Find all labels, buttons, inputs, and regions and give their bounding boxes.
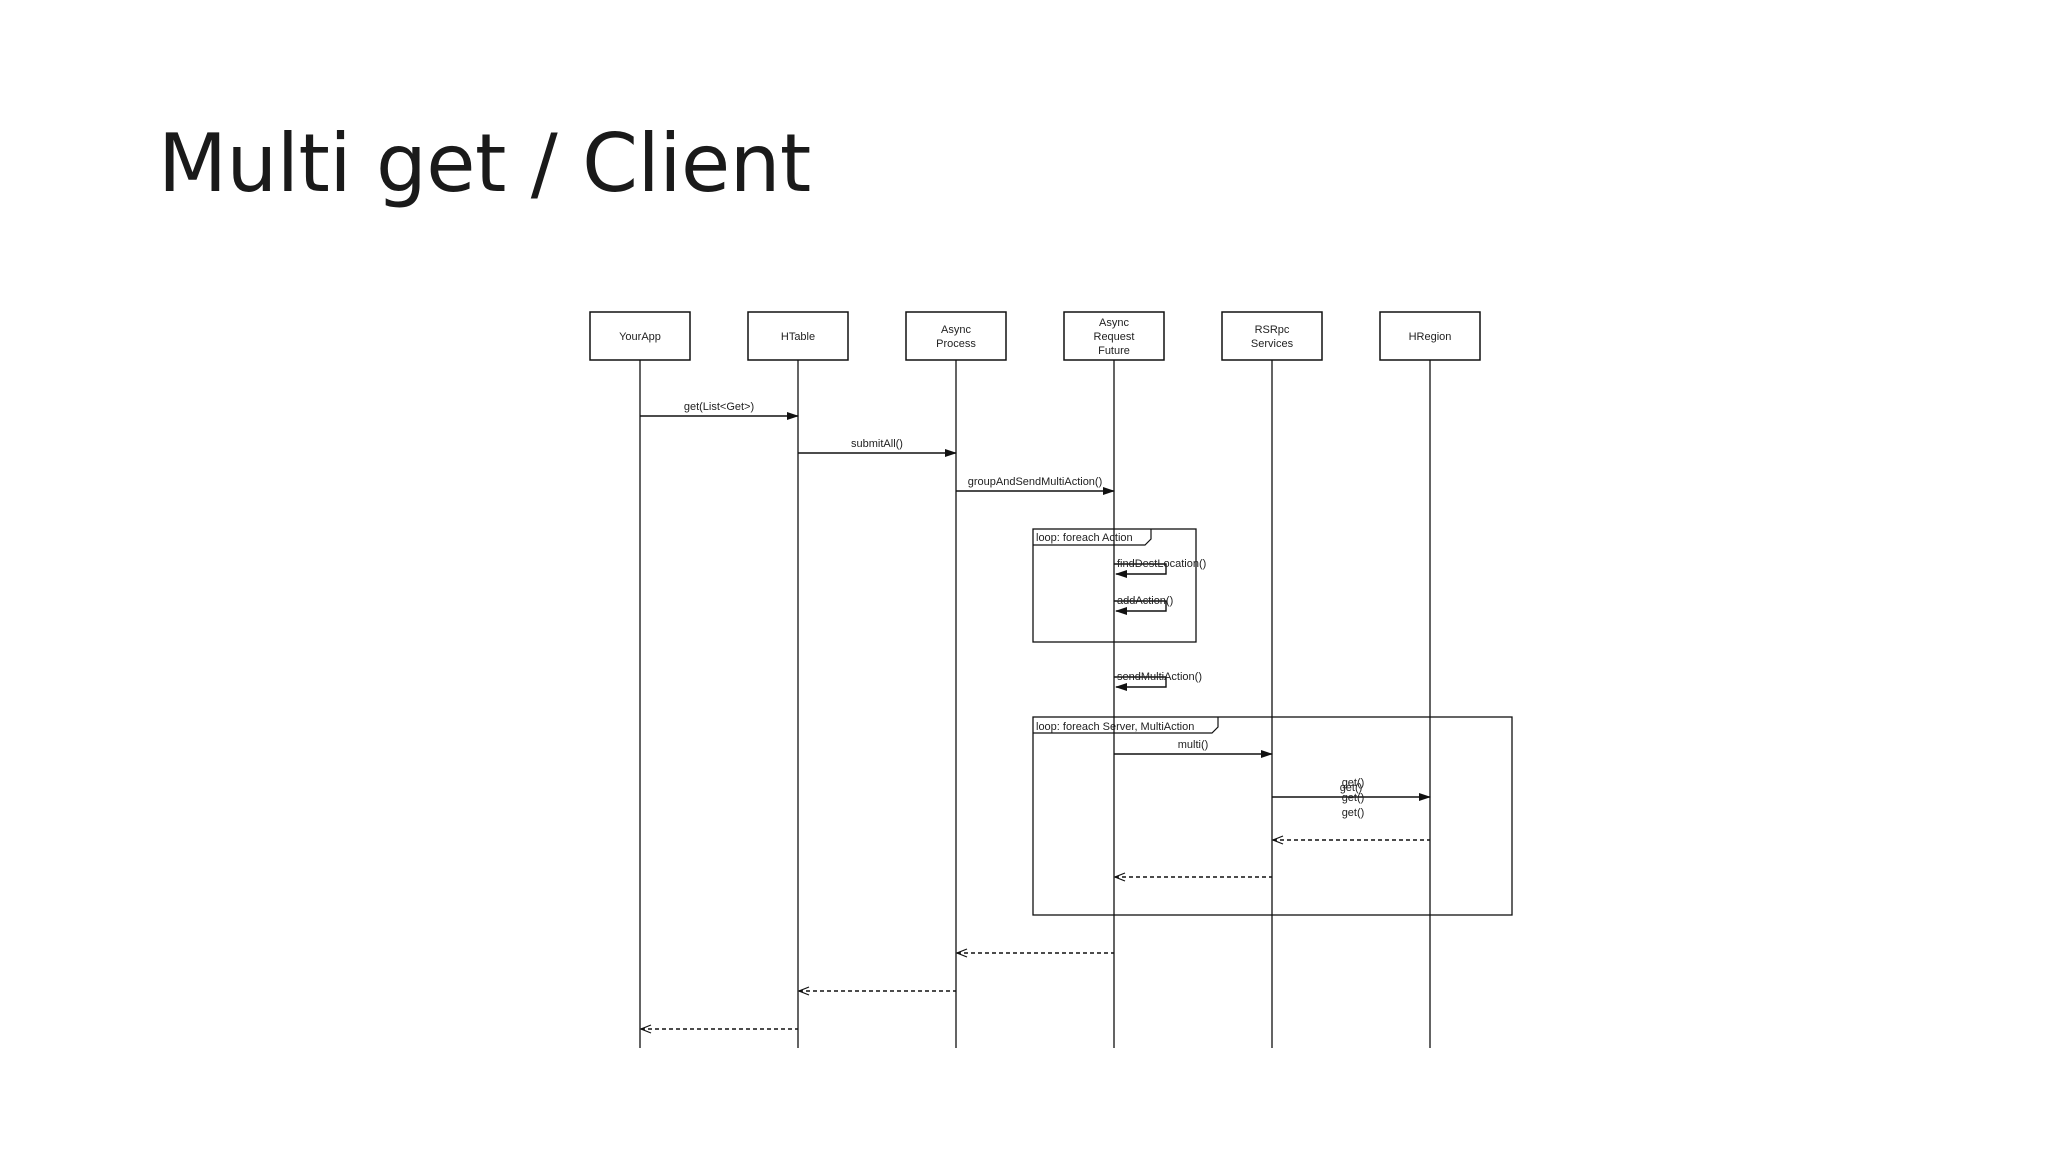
loop-frame-tab bbox=[1033, 529, 1152, 546]
messages: get(List<Get>) submitAll() groupAndSendMul… bbox=[640, 401, 1431, 1029]
message-multi: multi() bbox=[1114, 739, 1273, 758]
message-addaction: addAction() bbox=[1114, 595, 1173, 615]
message-label: get() bbox=[1342, 777, 1365, 789]
loop-label: loop: foreach Server, MultiAction bbox=[1036, 721, 1194, 733]
message-label: sendMultiAction() bbox=[1117, 671, 1202, 683]
participant-label: Services bbox=[1251, 338, 1294, 350]
participant-box bbox=[1221, 311, 1323, 361]
multi-get-labels: get() get() get() bbox=[1342, 777, 1365, 819]
participant-yourapp: YourApp bbox=[589, 311, 691, 1048]
message-label: addAction() bbox=[1117, 595, 1173, 607]
message-sendmultiaction: sendMultiAction() bbox=[1114, 671, 1202, 691]
participant-box bbox=[1063, 311, 1165, 361]
participant-label: Process bbox=[936, 338, 976, 350]
participant-hregion: HRegion bbox=[1379, 311, 1481, 1048]
participant-label: Future bbox=[1098, 345, 1130, 357]
message-label: findDestLocation() bbox=[1117, 558, 1206, 570]
message-label: multi() bbox=[1178, 739, 1209, 751]
participant-label: HRegion bbox=[1409, 331, 1452, 343]
participant-box bbox=[905, 311, 1007, 361]
participant-htable: HTable bbox=[747, 311, 849, 1048]
participant-label: Async bbox=[1099, 317, 1129, 329]
message-label: get(List<Get>) bbox=[684, 401, 754, 413]
loop-label: loop: foreach Action bbox=[1036, 532, 1133, 544]
message-submitall: submitAll() bbox=[798, 438, 957, 457]
message-label: get() bbox=[1342, 807, 1365, 819]
participant-box bbox=[1379, 311, 1481, 361]
message-arrow bbox=[1114, 600, 1167, 615]
participant-box bbox=[589, 311, 691, 361]
message-get-list-get: get(List<Get>) bbox=[640, 401, 799, 420]
message-arrow bbox=[1114, 563, 1167, 578]
message-groupandsendmultiaction: groupAndSendMultiAction() bbox=[956, 476, 1115, 495]
participant-label: HTable bbox=[781, 331, 815, 343]
loop-frame-tab bbox=[1033, 717, 1219, 734]
participant-box bbox=[747, 311, 849, 361]
message-label: get() bbox=[1340, 782, 1363, 794]
message-get: get() bbox=[1272, 782, 1431, 801]
participant-label: Request bbox=[1094, 331, 1135, 343]
participant-label: RSRpc bbox=[1255, 324, 1290, 336]
message-label: submitAll() bbox=[851, 438, 903, 450]
message-label: groupAndSendMultiAction() bbox=[968, 476, 1103, 488]
message-arrow bbox=[1114, 676, 1167, 691]
participant-label: Async bbox=[941, 324, 971, 336]
slide-title: Multi get / Client bbox=[158, 117, 811, 210]
message-finddestlocation: findDestLocation() bbox=[1114, 558, 1206, 578]
message-label: get() bbox=[1342, 792, 1365, 804]
participant-label: YourApp bbox=[619, 331, 661, 343]
